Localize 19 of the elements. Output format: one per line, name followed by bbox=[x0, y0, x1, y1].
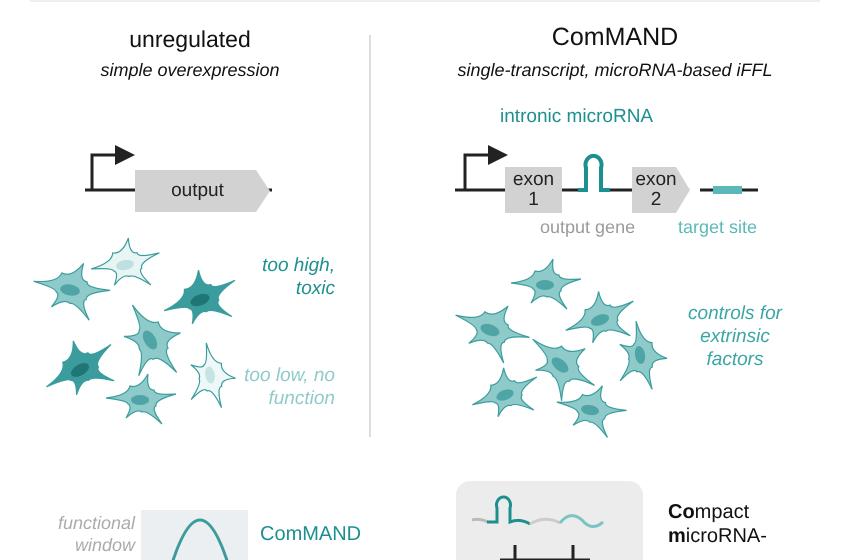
gene-block: exon 2 bbox=[632, 167, 690, 213]
annotation-text: output gene bbox=[540, 217, 636, 239]
annotation-text: Compact microRNA- bbox=[668, 500, 768, 548]
dna-line bbox=[610, 188, 632, 192]
panel-heading: unregulated bbox=[128, 26, 252, 54]
annotation-text: intronic microRNA bbox=[500, 106, 654, 129]
gene-block: exon 1 bbox=[505, 167, 562, 213]
annotation-text: too low, no function bbox=[243, 365, 335, 411]
annotation-text: functional window bbox=[56, 513, 135, 556]
panel-subtitle: simple overexpression bbox=[99, 60, 281, 82]
annotation-text: ComMAND bbox=[260, 522, 362, 546]
microrna-hairpin-icon bbox=[578, 154, 610, 192]
annotation-text: controls for extrinsic factors bbox=[687, 303, 784, 372]
panel-heading: ComMAND bbox=[550, 22, 680, 52]
dna-line bbox=[562, 188, 578, 192]
gene-block: output bbox=[135, 170, 270, 212]
panel-subtitle: single-transcript, microRNA-based iFFL bbox=[456, 60, 774, 82]
annotation-text: target site bbox=[678, 217, 758, 239]
annotation-text: too high, toxic bbox=[261, 255, 335, 301]
